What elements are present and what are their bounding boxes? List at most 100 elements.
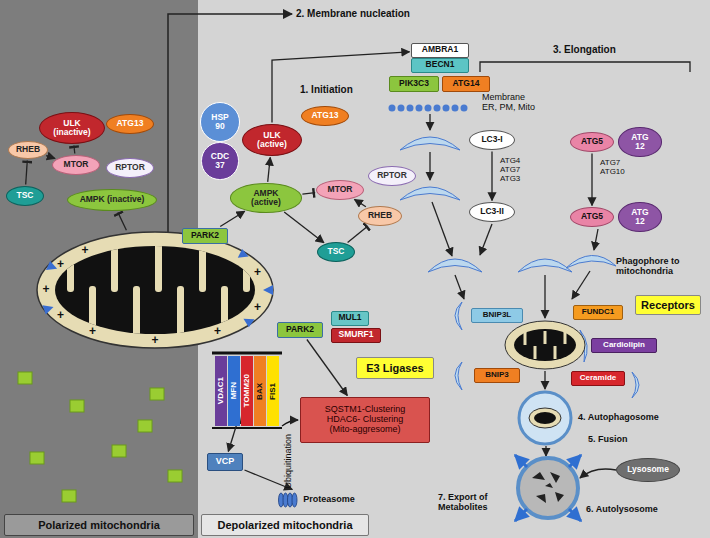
green-particle	[112, 445, 126, 457]
charge-sign: +	[81, 244, 88, 257]
export-arrow	[569, 455, 581, 467]
node-text: ATG13	[312, 111, 339, 120]
protein-box: ATG14	[442, 76, 490, 92]
protein-box: Ceramide	[571, 371, 625, 386]
elongation-bracket	[480, 62, 690, 72]
membrane-vesicles	[389, 105, 468, 112]
node-text: Polarized mitochondria	[38, 519, 160, 531]
flow-arrow	[480, 224, 492, 255]
connector	[355, 199, 366, 206]
node-text: Receptors	[641, 299, 695, 311]
charge-sign: +	[254, 266, 261, 279]
flow-arrow	[455, 275, 464, 299]
node-text: BNIP3L	[483, 311, 511, 320]
connector	[307, 340, 347, 396]
step-label: 6. Autolysosome	[586, 504, 658, 514]
node-text: RHEB	[16, 145, 40, 154]
protein-oval: LC3-II	[469, 202, 515, 222]
protein-oval: ATG13	[106, 114, 154, 134]
membrane-protein-bar: MFN	[228, 356, 240, 426]
node-text: MFN	[230, 382, 239, 399]
node-text: MUL1	[338, 313, 361, 322]
node-text: PARK2	[286, 325, 314, 334]
node-text: Cardiolipin	[603, 341, 645, 350]
membrane-bracket	[212, 352, 282, 355]
node-text: LC3-II	[480, 207, 504, 216]
small-mitochondrion	[505, 321, 585, 369]
proteasome-icon	[278, 491, 298, 509]
export-arrow	[515, 455, 527, 467]
node-text: RPTOR	[377, 171, 407, 180]
protein-box: SMURF1	[331, 328, 381, 343]
node-text: AMPK (active)	[246, 189, 286, 208]
protein-oval: ATG13	[301, 106, 349, 126]
small-mitochondrion	[525, 331, 565, 359]
protein-box: MUL1	[331, 311, 369, 326]
step-label: 2. Membrane nucleation	[296, 8, 410, 20]
protein-oval: RHEB	[358, 206, 402, 226]
node-text: Proteasome	[303, 495, 355, 505]
protein-box: FUNDC1	[573, 305, 623, 320]
enzyme-list: ATG7 ATG10	[600, 158, 630, 176]
flow-arrow	[544, 371, 545, 389]
protein-circle: CDC 37	[201, 142, 238, 179]
node-text: SMURF1	[339, 330, 374, 339]
mitochondrion-drawing	[35, 230, 275, 350]
node-text: MTOR	[64, 160, 89, 169]
connector	[26, 161, 28, 185]
protein-oval: Lysosome	[616, 458, 680, 482]
connector	[73, 146, 75, 154]
charge-sign: +	[42, 283, 49, 296]
step-label: 5. Fusion	[588, 434, 628, 444]
protein-box: AMBRA1	[411, 43, 469, 58]
mitochondrion-drawing	[67, 230, 74, 292]
mitochondrion-drawing	[243, 319, 254, 328]
protein-box: BECN1	[411, 58, 469, 73]
phagophore	[400, 137, 460, 150]
node-text: Depolarized mitochondria	[217, 519, 352, 531]
node-text: RPTOR	[115, 163, 145, 172]
proteasome: Proteasome	[276, 491, 360, 509]
mitochondrion-drawing	[263, 285, 273, 295]
node-text: AMBRA1	[422, 45, 458, 54]
membrane-protein-bar: TOMM20	[241, 356, 253, 426]
node-text: MTOR	[328, 185, 353, 194]
node-text: E3 Ligases	[366, 362, 423, 374]
export-arrow	[515, 509, 527, 521]
node-text: ULK (active)	[254, 131, 290, 150]
protein-oval: RPTOR	[106, 158, 154, 178]
protein-box: Cardiolipin	[591, 338, 657, 353]
protein-box: E3 Ligases	[356, 357, 434, 379]
membrane-bracket	[212, 353, 298, 428]
node-text: Ceramide	[580, 374, 616, 383]
protein-box: BNIP3L	[471, 308, 523, 323]
connector	[591, 154, 592, 206]
protein-box: VCP	[207, 453, 243, 471]
protein-oval: ATG5	[570, 207, 614, 227]
step-label: 7. Export of Metabolites	[438, 492, 502, 513]
green-particle	[168, 470, 182, 482]
connector	[220, 211, 245, 226]
membrane-vesicles	[416, 105, 423, 112]
charge-sign: +	[151, 334, 158, 347]
protein-box: SQSTM1-Clustering HDAC6- Clustering (Mit…	[300, 397, 430, 443]
flow-arrow	[429, 114, 430, 130]
protein-oval: LC3-I	[469, 130, 515, 150]
panel-label-box: Depolarized mitochondria	[201, 514, 369, 536]
node-text: PARK2	[191, 231, 219, 240]
flow-arrow	[429, 152, 430, 180]
mitochondrion-drawing	[111, 230, 118, 292]
mitochondrion-drawing	[89, 286, 96, 350]
protein-oval: MTOR	[52, 155, 100, 175]
membrane-vesicles	[407, 105, 414, 112]
node-text: VDAC1	[217, 377, 226, 404]
panel-label-box: Polarized mitochondria	[4, 514, 194, 536]
node-text: TSC	[17, 191, 34, 200]
node-text: TSC	[328, 247, 345, 256]
membrane-vesicles	[389, 105, 396, 112]
membrane-protein-bar: VDAC1	[215, 356, 227, 426]
green-particle	[138, 420, 152, 432]
process-label: Ubiquitination	[283, 434, 293, 489]
protein-oval: RHEB	[8, 141, 48, 159]
node-text: FIS1	[269, 383, 278, 400]
